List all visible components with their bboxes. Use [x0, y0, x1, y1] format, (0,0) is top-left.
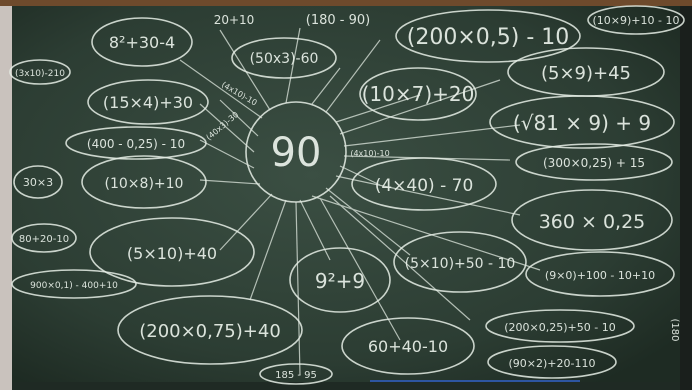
expr-17: 360 × 0,25	[539, 211, 646, 233]
bubble-16	[81, 155, 207, 209]
expr-13: (300×0,25) + 15	[543, 156, 645, 170]
bubble-4	[395, 9, 581, 63]
expression-bubbles: 8²+30-4 20+10 (180 - 90) (200×0,5) - 10 …	[9, 5, 685, 385]
expr-22: (9×0)+100 - 10+10	[545, 269, 655, 282]
expr-16: (10×8)+10	[105, 176, 184, 192]
bubble-27	[487, 345, 617, 379]
bubble-6	[9, 59, 71, 85]
center-number: 90	[271, 130, 322, 176]
expr-12: (√81 × 9) + 9	[513, 111, 651, 135]
bubble-13	[515, 143, 673, 181]
expr-7: (50x3)-60	[250, 51, 319, 67]
expr-14: (4×40) - 70	[375, 176, 474, 196]
expr-18: 80+20-10	[19, 234, 69, 245]
wall-left	[0, 6, 12, 390]
expr-25: (200×0,25)+50 - 10	[504, 321, 615, 334]
bubble-24	[117, 295, 303, 365]
bubble-15	[13, 165, 63, 199]
expr-24: (200×0,75)+40	[139, 321, 281, 342]
bubble-1	[91, 17, 193, 67]
expr-4: (200×0,5) - 10	[407, 25, 570, 50]
connector-lines	[179, 27, 541, 376]
expr-23: 900×0,1) - 400+10	[30, 281, 118, 291]
bubble-21	[289, 247, 391, 313]
expr-15: 30×3	[23, 176, 53, 189]
expr-28: 185 - 95	[275, 370, 317, 381]
bubble-26	[341, 317, 475, 375]
expr-9: (10×7)+20	[362, 82, 475, 106]
expr-6: (3x10)-210	[15, 69, 65, 79]
bubble-18	[11, 223, 77, 253]
bubble-23	[11, 269, 137, 299]
bubble-28	[259, 363, 333, 385]
bubble-25	[485, 309, 635, 343]
board-right-frame	[680, 6, 692, 390]
expr-5: (10×9)+10 - 10	[593, 14, 680, 27]
bubble-8	[87, 79, 209, 125]
expr-30: (4x10)-10	[350, 149, 389, 158]
expr-21: 9²+9	[315, 269, 365, 293]
bubble-11	[65, 126, 207, 160]
expr-2: 20+10	[214, 13, 255, 27]
bubble-7	[231, 37, 337, 79]
bubble-5	[587, 5, 685, 35]
bubble-12	[489, 95, 675, 149]
expr-26: 60+40-10	[368, 337, 448, 356]
bubble-20	[393, 231, 527, 293]
expr-11: (400 - 0,25) - 10	[87, 137, 185, 151]
bubble-22	[525, 251, 675, 297]
bubble-19	[89, 217, 255, 287]
expr-20: (5×10)+50 - 10	[405, 256, 516, 272]
bubble-17	[511, 189, 673, 251]
expr-29: (180	[669, 319, 680, 342]
expr-3: (180 - 90)	[306, 13, 370, 28]
bubble-14	[351, 157, 497, 211]
expr-10: (5×9)+45	[541, 63, 631, 84]
expr-27: (90×2)+20-110	[509, 357, 596, 370]
bubble-9	[359, 67, 477, 121]
expr-8: (15×4)+30	[103, 93, 193, 112]
board-top-frame	[0, 0, 692, 6]
expr-19: (5×10)+40	[127, 244, 217, 263]
expr-1: 8²+30-4	[109, 33, 175, 52]
